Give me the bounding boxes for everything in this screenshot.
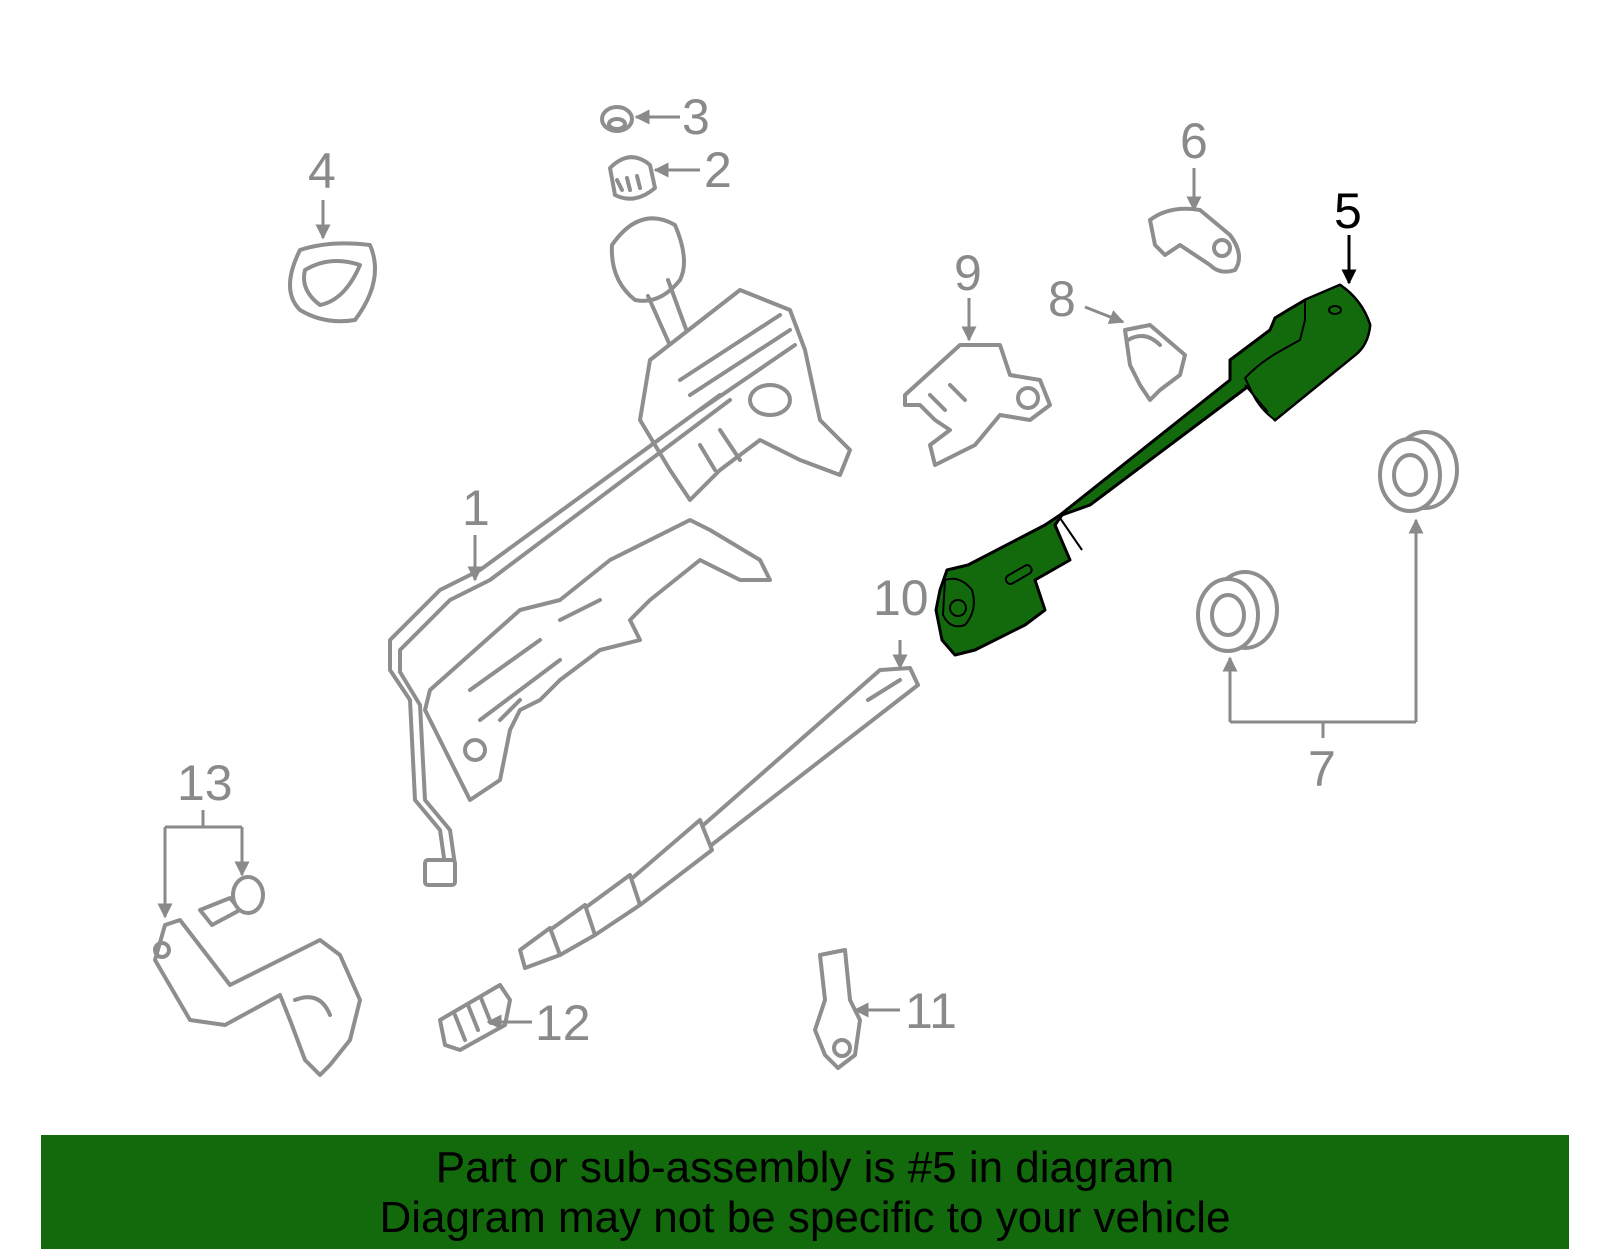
banner-line-part: Part or sub-assembly is #5 in diagram (435, 1143, 1175, 1192)
part-1-column-assembly (388, 216, 852, 887)
callout-1: 1 (462, 480, 490, 536)
banner-line-disclaimer: Diagram may not be specific to your vehi… (379, 1193, 1231, 1242)
part-4-cover (288, 241, 377, 324)
part-8-sensor (1123, 323, 1187, 402)
callout-5: 5 (1334, 183, 1362, 239)
callout-2: 2 (704, 142, 732, 198)
part-5-column-jacket (934, 283, 1372, 657)
callout-12: 12 (535, 995, 591, 1051)
part-11-lever (813, 948, 862, 1070)
part-13-bolt-bracket (153, 875, 362, 1077)
callout-7: 7 (1308, 741, 1336, 797)
part-2-bushing (608, 155, 657, 201)
part-10-shaft (518, 666, 920, 970)
callout-6: 6 (1180, 113, 1208, 169)
callout-10: 10 (873, 570, 929, 626)
part-3-cap (600, 105, 634, 133)
callout-4: 4 (308, 143, 336, 199)
part-9-bracket (903, 343, 1052, 467)
part-12-spring (438, 983, 512, 1052)
part-6-clip (1148, 206, 1241, 274)
callout-8: 8 (1048, 271, 1076, 327)
callout-3: 3 (682, 89, 710, 145)
info-banner: Part or sub-assembly is #5 in diagram Di… (41, 1135, 1569, 1249)
callout-9: 9 (954, 245, 982, 301)
callout-11: 11 (905, 983, 957, 1039)
callout-13: 13 (177, 755, 233, 811)
part-7-bushings (1196, 430, 1459, 653)
